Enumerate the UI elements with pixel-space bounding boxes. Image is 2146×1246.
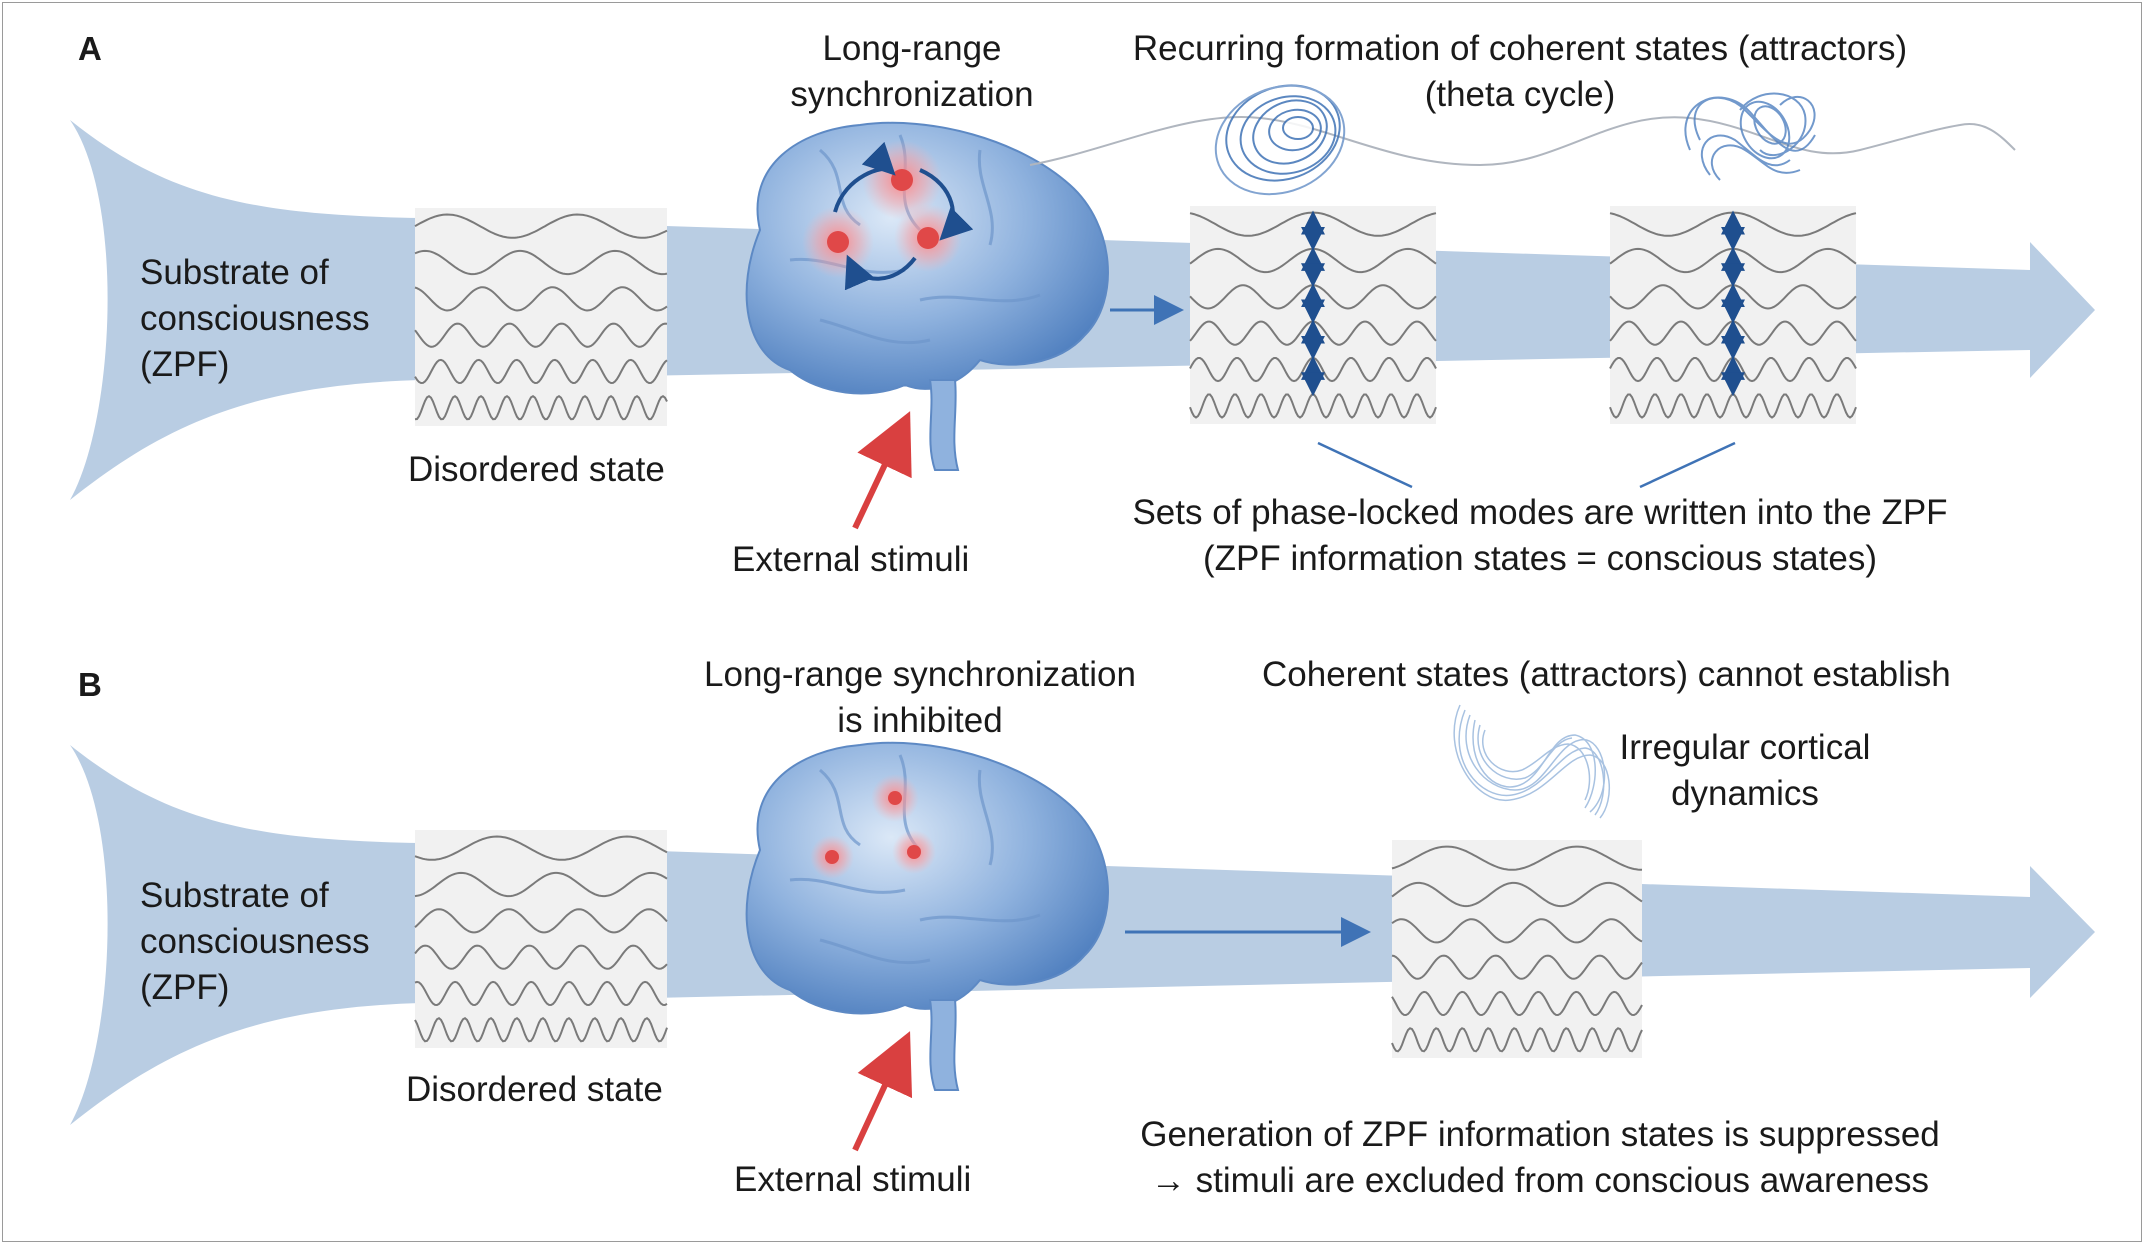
oscillation-mode <box>1391 990 1643 1017</box>
pointer-line-1 <box>1317 441 1413 489</box>
coherent-states-label: Coherent states (attractors) cannot esta… <box>1262 655 1951 694</box>
wave-box-disordered-b <box>414 830 668 1048</box>
oscillation-mode <box>414 980 668 1007</box>
oscillation-mode <box>414 908 668 934</box>
attractor-shape-1 <box>1214 84 1346 196</box>
wave-box-disordered-a <box>414 208 668 426</box>
isolated-node <box>907 845 921 859</box>
sync-inhibited-label: Long-range synchronization is inhibited <box>704 655 1136 740</box>
oscillation-mode <box>414 213 668 239</box>
oscillation-mode <box>414 944 668 970</box>
isolated-node <box>888 791 902 805</box>
sync-node <box>827 231 849 253</box>
oscillation-mode <box>1391 954 1643 980</box>
stimuli-arrow-a <box>852 411 912 530</box>
sync-node <box>891 169 913 191</box>
theta-cycle-curve <box>1029 116 2016 167</box>
substrate-label-a: Substrate of consciousness (ZPF) <box>140 253 370 384</box>
disordered-state-label-b: Disordered state <box>406 1070 663 1109</box>
wave-box-phase-locked-1 <box>1189 206 1437 424</box>
oscillation-mode <box>414 286 668 312</box>
suppressed-label: Generation of ZPF information states is … <box>1140 1115 1940 1200</box>
wave-box-unsynchronized <box>1391 840 1643 1058</box>
panel-label-a: A <box>78 30 102 67</box>
oscillation-mode <box>414 394 668 421</box>
pointer-line-2 <box>1639 441 1736 489</box>
attractor-shape-2 <box>1684 92 1816 181</box>
irregular-dynamics-label: Irregular cortical dynamics <box>1619 728 1871 813</box>
disordered-state-label-a: Disordered state <box>408 450 665 489</box>
oscillation-mode <box>414 871 668 898</box>
panel-label-b: B <box>78 666 102 703</box>
substrate-label-b: Substrate of consciousness (ZPF) <box>140 876 370 1007</box>
irregular-dynamics-shape <box>1453 704 1611 819</box>
brain-b <box>745 741 1109 1091</box>
external-stimuli-label-b: External stimuli <box>734 1160 972 1199</box>
oscillation-mode <box>1391 881 1643 908</box>
attractors-label: Recurring formation of coherent states (… <box>1132 29 1908 114</box>
sync-node <box>917 227 939 249</box>
oscillation-mode <box>1391 918 1643 944</box>
oscillation-mode <box>1391 1027 1643 1053</box>
oscillation-mode <box>414 249 668 276</box>
oscillation-mode <box>414 358 668 385</box>
external-stimuli-label-a: External stimuli <box>732 540 970 579</box>
brain-a <box>745 121 1109 471</box>
phase-locked-label: Sets of phase-locked modes are written i… <box>1132 493 1948 578</box>
oscillation-mode <box>414 322 668 348</box>
sync-label-a: Long-range synchronization <box>790 29 1034 114</box>
stimuli-arrow-b <box>852 1031 913 1152</box>
oscillation-mode <box>414 1017 668 1043</box>
oscillation-mode <box>414 835 668 861</box>
oscillation-mode <box>1391 845 1643 871</box>
isolated-node <box>825 850 839 864</box>
wave-box-phase-locked-2 <box>1609 206 1857 424</box>
